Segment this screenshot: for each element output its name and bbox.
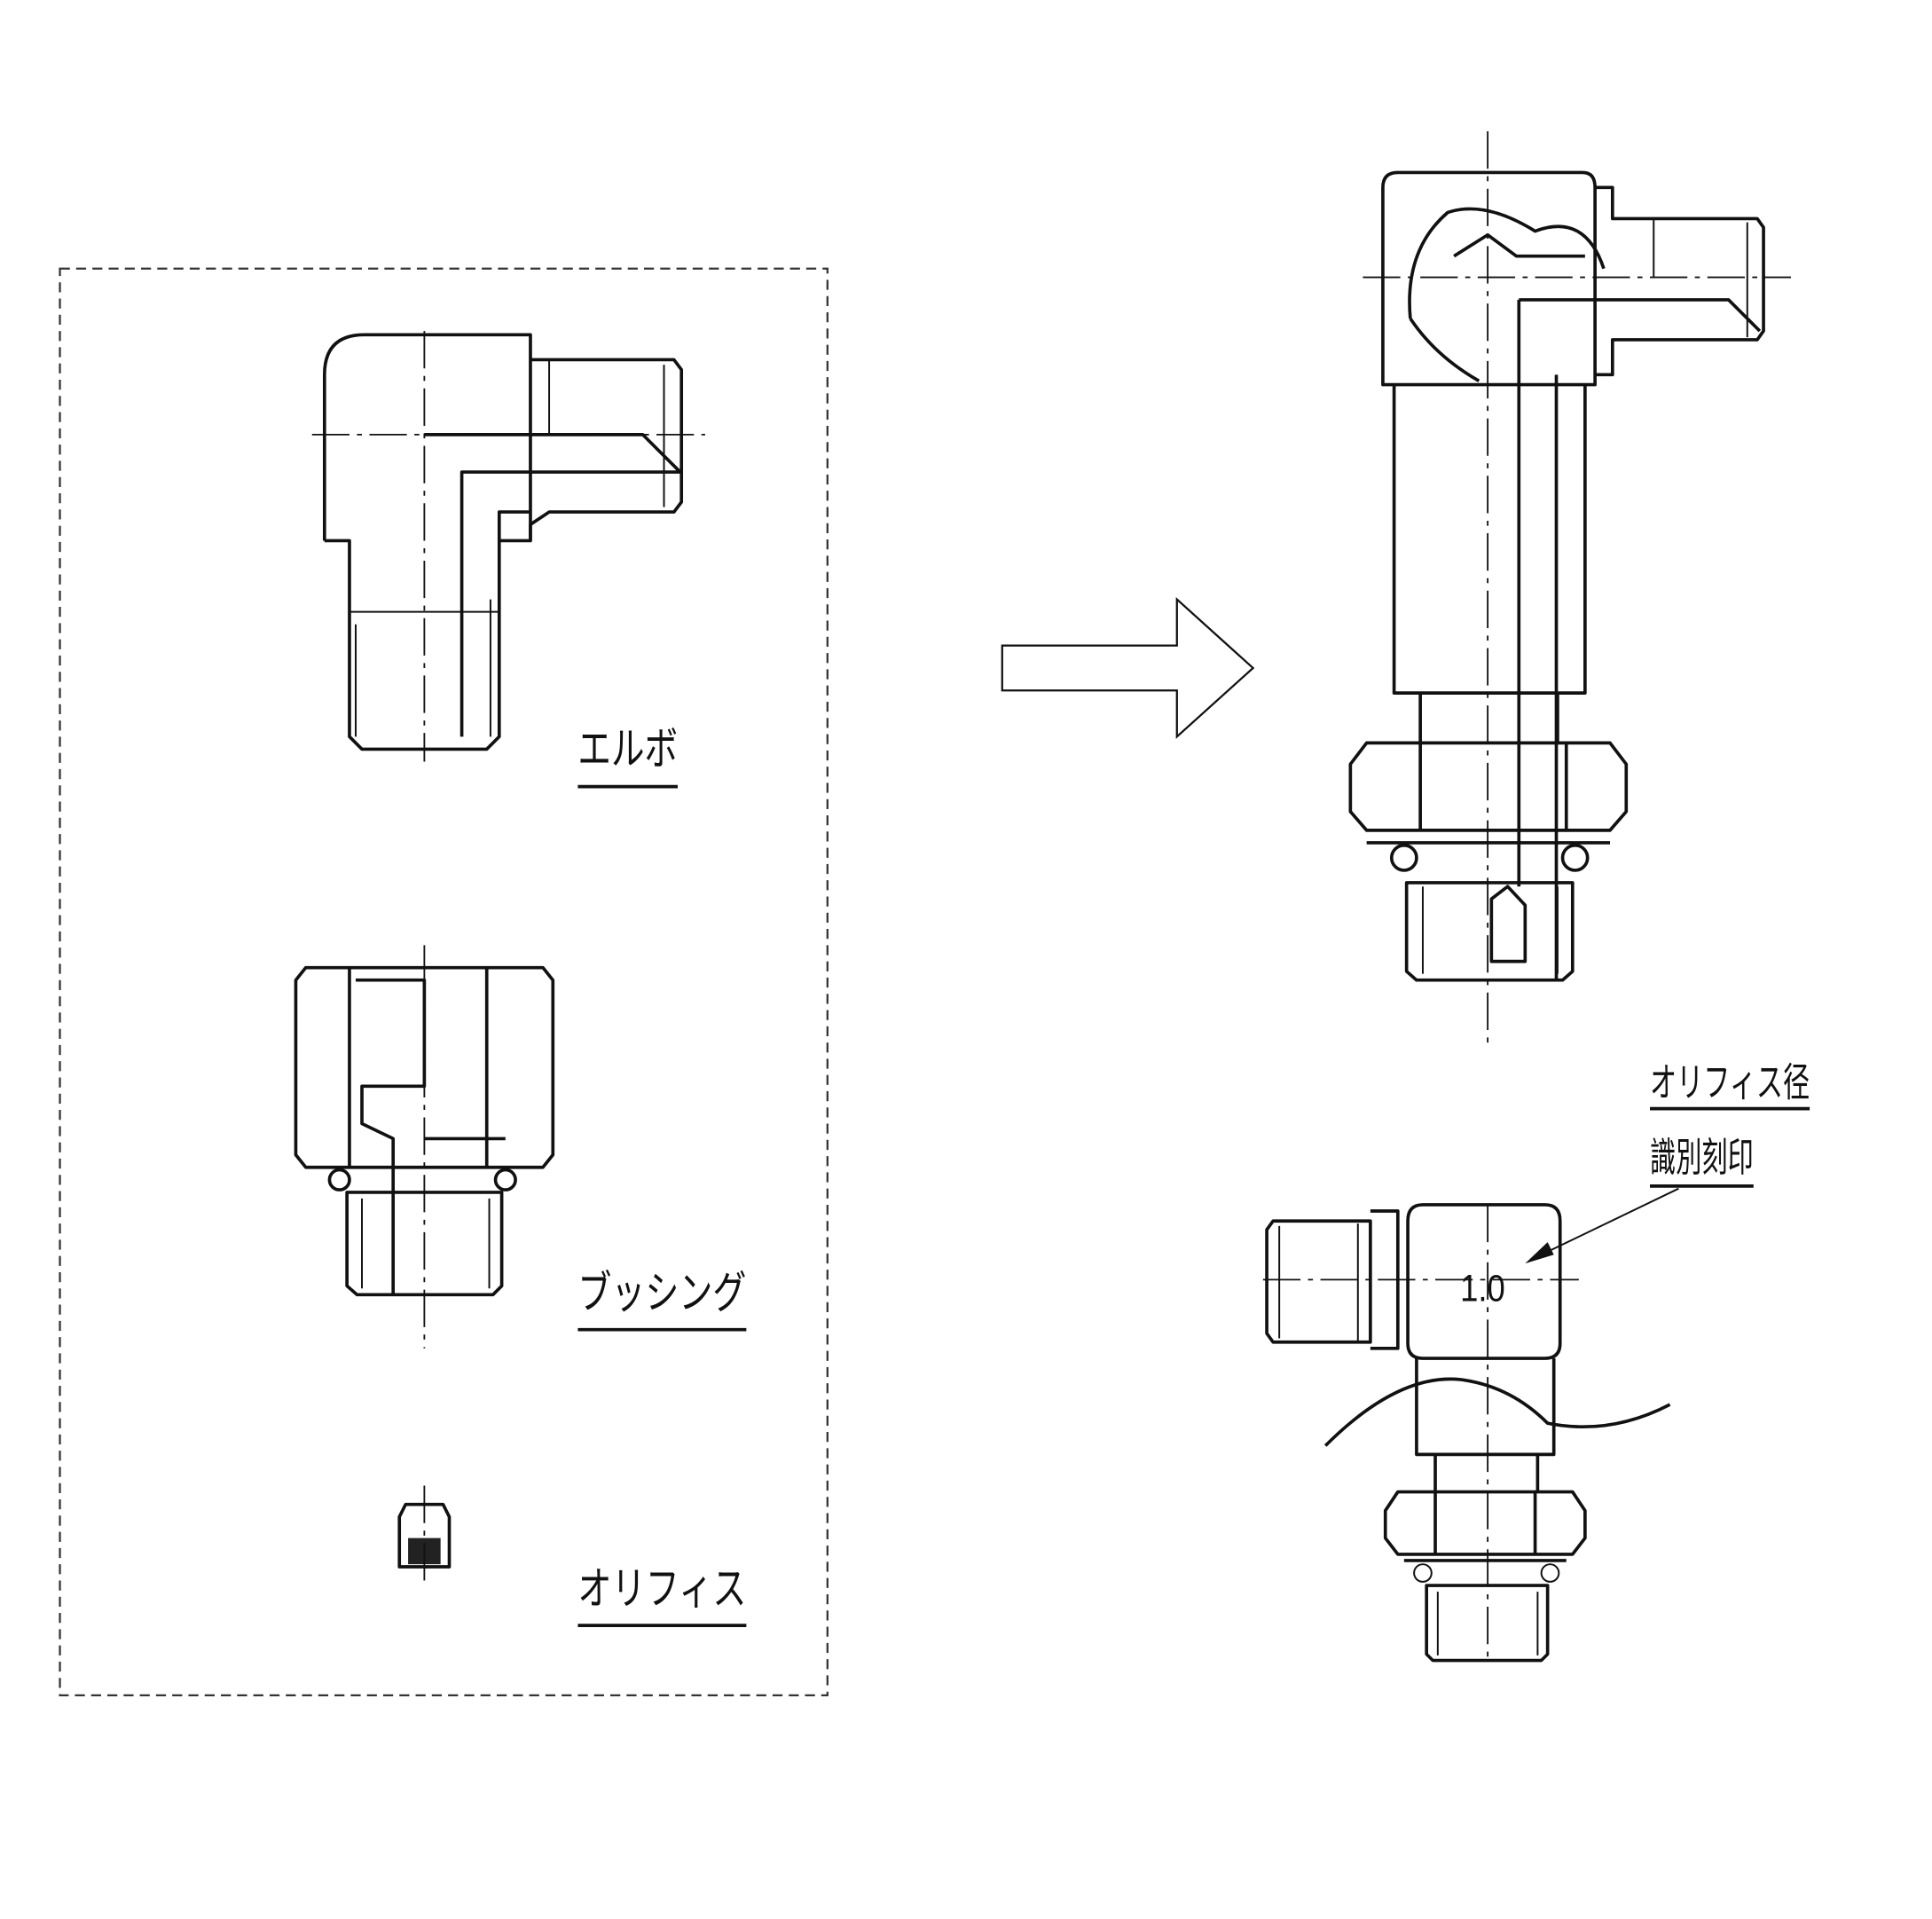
- orifice-marking-value: 1.0: [1460, 1267, 1505, 1309]
- right-arrow-icon: [1001, 597, 1255, 739]
- marking-label: 識別刻印: [1650, 1134, 1754, 1181]
- assembled-exterior-view: [1262, 1187, 1679, 1663]
- orifice-label: オリフィス: [577, 1562, 746, 1615]
- parts-group-frame: [59, 267, 829, 1697]
- bushing-label: ブッシング: [577, 1267, 746, 1319]
- assembled-section-view: [1348, 130, 1792, 1047]
- leader-arrowhead-icon: [1525, 1242, 1554, 1264]
- elbow-part: [311, 331, 705, 762]
- orifice-part: [397, 1485, 452, 1584]
- elbow-label: エルボ: [577, 722, 678, 775]
- bushing-part: [294, 945, 555, 1349]
- orifice-diameter-label: オリフィス径: [1650, 1059, 1810, 1106]
